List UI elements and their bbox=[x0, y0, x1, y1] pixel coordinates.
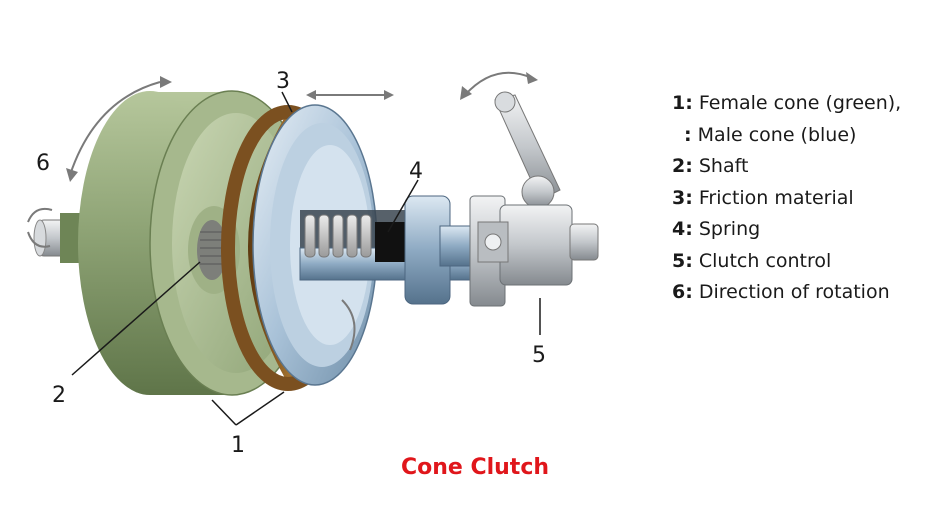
legend-item: 1: Female cone (green), bbox=[672, 88, 901, 120]
callout-4: 4 bbox=[409, 159, 423, 184]
legend-item: 2: Shaft bbox=[672, 151, 901, 183]
legend-key: 3: bbox=[672, 186, 693, 209]
legend-item: : Male cone (blue) bbox=[672, 120, 901, 152]
rotation-arrows bbox=[27, 71, 538, 351]
clutch-control bbox=[477, 91, 599, 286]
legend-key: : bbox=[684, 123, 692, 146]
legend-key: 6: bbox=[672, 281, 693, 303]
legend-text: Clutch control bbox=[698, 249, 832, 272]
legend: 1: Female cone (green),: Male cone (blue… bbox=[672, 88, 901, 309]
legend-text: Spring bbox=[698, 218, 761, 240]
legend-item: 3: Friction material bbox=[672, 183, 901, 215]
legend-text: Female cone (green), bbox=[698, 92, 902, 114]
spring-coil bbox=[304, 214, 372, 258]
callout-5: 5 bbox=[532, 343, 546, 368]
legend-key: 4: bbox=[672, 218, 693, 240]
legend-key: 2: bbox=[672, 155, 693, 177]
shaft-rotation-arrow bbox=[27, 207, 53, 223]
inner-rotation-arrow bbox=[341, 299, 356, 351]
legend-text: Friction material bbox=[698, 186, 854, 209]
callout-2: 2 bbox=[52, 383, 66, 408]
legend-key: 5: bbox=[672, 249, 693, 272]
legend-item: 4: Spring bbox=[672, 214, 901, 246]
leader-lines bbox=[71, 91, 541, 426]
top-rotation-arrow bbox=[69, 81, 161, 176]
diagram-caption: Cone Clutch bbox=[400, 455, 550, 480]
callout-6: 6 bbox=[36, 151, 50, 176]
lever-arrow bbox=[464, 71, 533, 96]
legend-text: Male cone (blue) bbox=[697, 123, 857, 146]
callout-1: 1 bbox=[231, 433, 245, 458]
legend-item: 6: Direction of rotation bbox=[672, 277, 901, 309]
callout-3: 3 bbox=[276, 69, 290, 94]
legend-key: 1: bbox=[672, 92, 693, 114]
legend-text: Shaft bbox=[698, 155, 749, 177]
legend-item: 5: Clutch control bbox=[672, 246, 901, 278]
legend-text: Direction of rotation bbox=[698, 281, 890, 303]
